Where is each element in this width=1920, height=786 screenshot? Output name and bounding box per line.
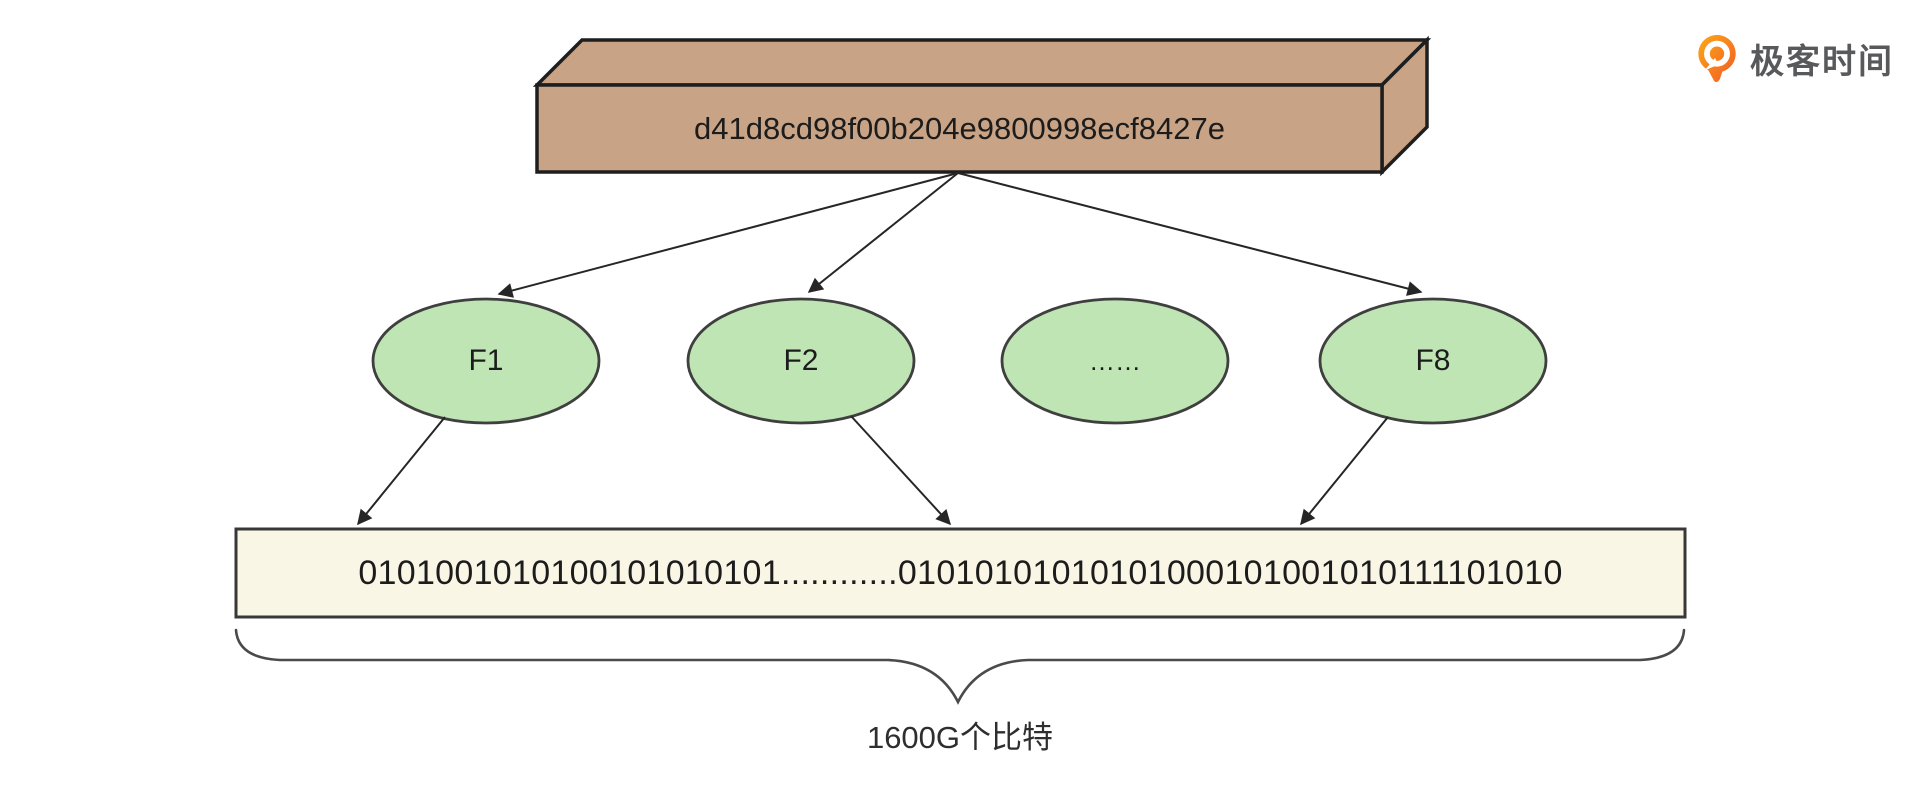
arrow-box-to-f2 [807,172,959,293]
arrow-box-to-f8 [957,172,1423,296]
fragment-ellipse-f8 [1318,297,1548,425]
fragment-label-f8: F8 [1415,344,1451,377]
arrow-f1-to-bits [357,416,446,526]
arrow-box-to-f1 [497,172,959,298]
fragment-label-f2: F2 [783,344,819,377]
bitstream-rect [234,527,1687,619]
fragment-ellipse-f2 [686,297,916,425]
md5-hash-label: d41d8cd98f00b204e9800998ecf8427e [694,110,1225,146]
brace [234,628,1686,705]
fragment-ellipse-dots [1000,297,1230,425]
geektime-logo: 极客时间 [1694,33,1894,83]
fragment-label-f1: F1 [468,344,504,377]
geektime-logo-text: 极客时间 [1750,42,1894,81]
arrow-f8-to-bits [1300,416,1389,526]
fragment-label-dots: …… [1089,345,1141,376]
hash-box-top-face [532,38,1432,87]
fragment-ellipse-f1 [371,297,601,425]
arrow-f2-to-bits [850,415,952,526]
hash-box-front-face [535,83,1384,174]
geektime-logo-icon [1698,35,1736,83]
bitstream-label: 0101001010100101010101............010101… [358,553,1563,592]
brace-caption: 1600G个比特 [866,719,1054,755]
